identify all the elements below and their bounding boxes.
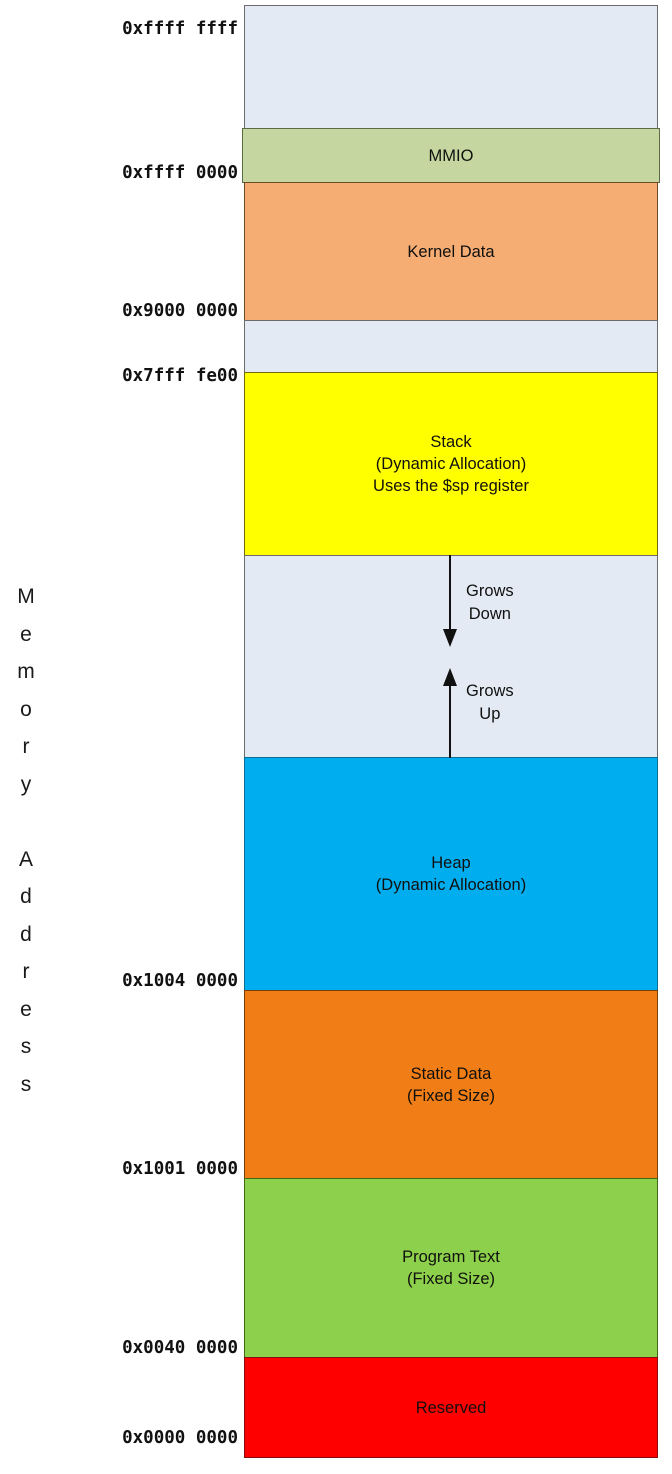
axis-letter: m <box>17 660 35 683</box>
segment-unused-kernel-gap <box>244 320 658 373</box>
axis-letter: s <box>20 1035 32 1058</box>
segment-unused-high <box>244 5 658 129</box>
segment-program-text-sub1: (Fixed Size) <box>406 1270 496 1288</box>
segment-stack-label: Stack <box>430 433 472 451</box>
segment-reserved: Reserved <box>244 1357 658 1458</box>
segment-heap: Heap (Dynamic Allocation) <box>244 757 658 991</box>
axis-letter: d <box>20 922 32 946</box>
axis-letter: y <box>20 772 32 796</box>
grows-down-line2: Down <box>468 605 511 623</box>
segment-program-text-label: Program Text <box>402 1248 500 1266</box>
axis-letter: o <box>20 697 32 721</box>
segment-kernel-data: Kernel Data <box>244 182 658 321</box>
memory-address-axis-label: M e m o r y A d d r e s s <box>4 578 48 1103</box>
grows-down-line1: Grows <box>466 582 514 600</box>
grows-up-label: Grows Up <box>466 680 514 726</box>
axis-letter: d <box>20 885 32 908</box>
segment-mmio: MMIO <box>242 128 660 183</box>
segment-reserved-label: Reserved <box>415 1398 487 1417</box>
axis-letter: A <box>18 847 33 871</box>
segment-static-data-label: Static Data <box>410 1064 492 1083</box>
grows-up-line2: Up <box>479 705 501 723</box>
address-label-7fff-fe00: 0x7fff fe00 <box>122 366 238 386</box>
grows-down-label: Grows Down <box>466 580 514 626</box>
axis-letter: s <box>20 1072 32 1096</box>
segment-mmio-label: MMIO <box>428 146 474 165</box>
segment-stack: Stack (Dynamic Allocation) Uses the $sp … <box>244 372 658 556</box>
address-label-ffff-0000: 0xffff 0000 <box>122 163 238 183</box>
segment-heap-sub1: (Dynamic Allocation) <box>375 876 527 894</box>
address-label-9000-0000: 0x9000 0000 <box>122 301 238 321</box>
address-label-0000-0000: 0x0000 0000 <box>122 1428 238 1448</box>
segment-stack-sub2: Uses the $sp register <box>373 477 529 495</box>
address-label-0040-0000: 0x0040 0000 <box>122 1338 238 1358</box>
segment-static-data-sub1: (Fixed Size) <box>406 1086 496 1105</box>
grows-up-line1: Grows <box>466 682 514 700</box>
axis-letter: e <box>20 622 32 646</box>
segment-program-text: Program Text (Fixed Size) <box>244 1178 658 1358</box>
segment-kernel-data-label: Kernel Data <box>407 242 495 261</box>
segment-free-space <box>244 555 658 758</box>
segment-stack-sub1: (Dynamic Allocation) <box>375 455 527 473</box>
axis-letter: M <box>17 585 35 608</box>
axis-letter: r <box>22 960 30 983</box>
address-label-1004-0000: 0x1004 0000 <box>122 971 238 991</box>
axis-letter: e <box>20 997 32 1021</box>
segment-static-data: Static Data (Fixed Size) <box>244 990 658 1179</box>
axis-letter-space <box>4 803 48 841</box>
axis-letter: r <box>22 735 30 758</box>
segment-heap-label: Heap <box>431 854 471 872</box>
address-label-1001-0000: 0x1001 0000 <box>122 1159 238 1179</box>
address-label-ffff-ffff: 0xffff ffff <box>122 19 238 39</box>
